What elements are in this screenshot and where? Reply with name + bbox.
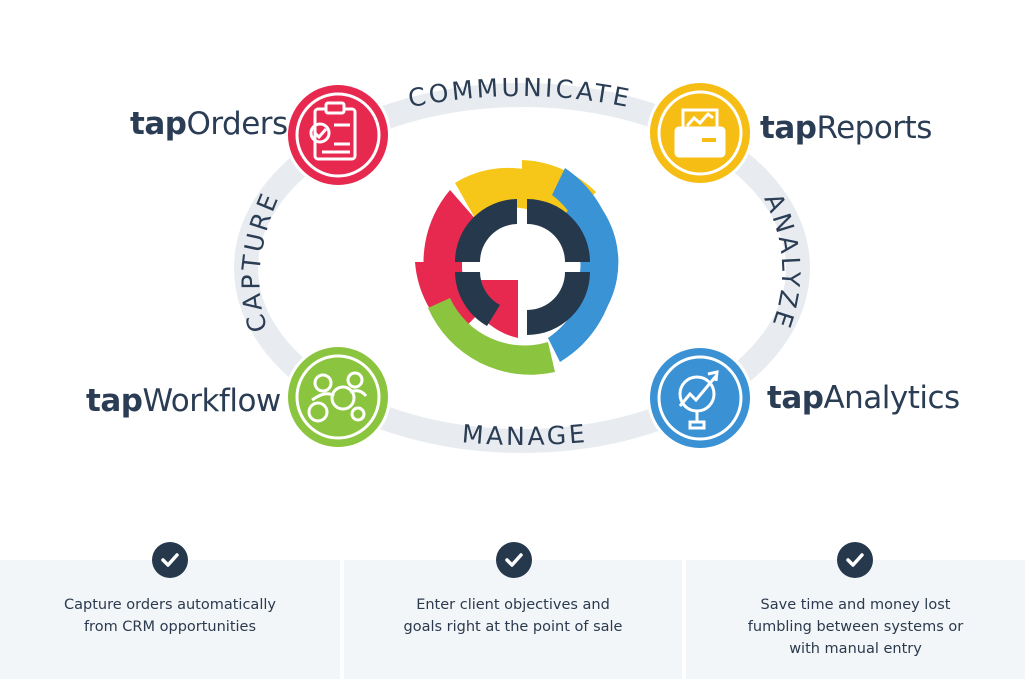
navy-inner-segment-top-left [455,199,517,262]
analytics-label-name: Analytics [823,380,960,416]
navy-inner-segment-bottom-left [455,272,500,326]
feature-2-line-1: Enter client objectives and [416,597,610,613]
feature-text-1: Capture orders automatically from CRM op… [0,594,340,638]
feature-panels: Capture orders automatically from CRM op… [0,560,1025,679]
central-cycle-graphic [415,160,619,375]
workflow-node[interactable] [285,344,391,450]
analytics-label[interactable]: tapAnalytics [767,380,960,416]
reports-node[interactable] [647,80,753,186]
printer-report-icon [674,108,726,158]
clipboard-check-icon [309,101,357,161]
workflow-label-name: Workflow [142,383,281,419]
green-segment [428,298,555,375]
workflow-label[interactable]: tapWorkflow [86,383,281,419]
check-icon [152,542,188,578]
feature-1-line-1: Capture orders automatically [64,597,276,613]
check-icon [496,542,532,578]
manage-label: MANAGE [461,419,589,451]
communicate-label: COMMUNICATE [406,73,634,113]
cycle-diagram: COMMUNICATE MANAGE CAPTURE ANALYZE [234,73,810,453]
people-network-icon [307,371,368,423]
feature-2-line-2: goals right at the point of sale [403,619,623,635]
check-icon [837,542,873,578]
navy-inner-segment-top-right [527,199,590,262]
magnifier-trend-icon [678,370,719,430]
reports-label-name: Reports [816,110,932,146]
feature-3-line-1: Save time and money lost [760,597,951,613]
feature-3-line-3: with manual entry [789,641,922,657]
feature-panel-2: Enter client objectives and goals right … [344,560,682,679]
reports-label-prefix: tap [760,110,817,146]
analytics-node[interactable] [647,345,753,451]
orders-label[interactable]: tapOrders [130,106,288,142]
feature-panel-1: Capture orders automatically from CRM op… [0,560,340,679]
workflow-label-prefix: tap [86,383,143,419]
feature-3-line-2: fumbling between systems or [747,619,964,635]
orders-label-prefix: tap [130,106,187,142]
feature-text-2: Enter client objectives and goals right … [344,594,682,638]
navy-inner-segment-bottom-right [527,272,590,335]
cycle-ring [234,83,810,453]
orders-label-name: Orders [186,106,288,142]
feature-panel-3: Save time and money lost fumbling betwee… [686,560,1025,679]
reports-label[interactable]: tapReports [760,110,932,146]
feature-1-line-2: from CRM opportunities [83,619,257,635]
analytics-label-prefix: tap [767,380,824,416]
orders-node[interactable] [285,82,391,188]
feature-text-3: Save time and money lost fumbling betwee… [686,594,1025,660]
analyze-label: ANALYZE [759,189,806,334]
